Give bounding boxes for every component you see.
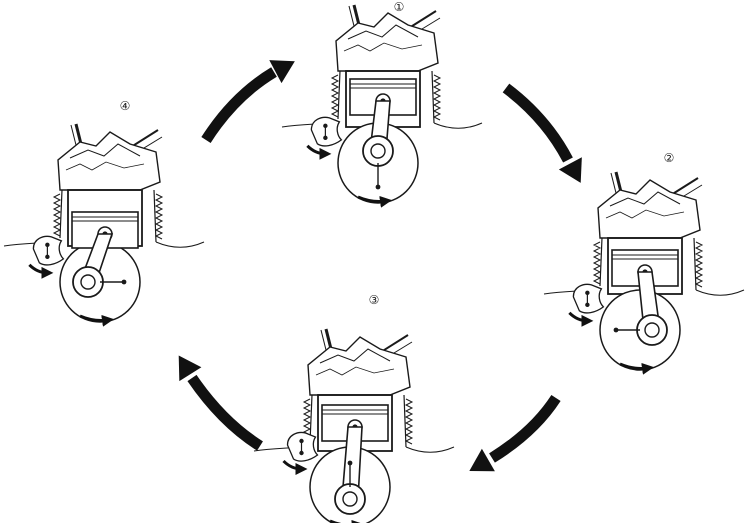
connecting-rod: [72, 233, 114, 298]
crank-web: [100, 279, 127, 285]
cycle-arrow-head: [269, 60, 295, 84]
engine-illustration: [2, 122, 206, 327]
rotation-arrow-small: [619, 362, 654, 375]
cycle-arrow-head: [558, 157, 582, 183]
stage-label-2: ②: [663, 151, 675, 165]
stage-label-1: ①: [393, 0, 405, 14]
balancer-shaft: [28, 235, 65, 279]
connecting-rod: [362, 100, 394, 167]
rotation-arrow-small: [357, 195, 392, 208]
connecting-rod: [636, 271, 668, 346]
cycle-arrow: [201, 60, 295, 143]
stage-label-3: ③: [368, 293, 380, 307]
cycle-arrow: [178, 355, 263, 451]
cycle-arrow: [502, 83, 582, 183]
cycle-arrow-head: [469, 448, 495, 472]
balancer-shaft: [568, 283, 605, 327]
engine-illustration: [542, 170, 746, 375]
cycle-arrow-head: [178, 355, 202, 382]
crank-web: [375, 163, 381, 190]
engine-illustration: [280, 3, 484, 208]
rotation-arrow-small: [282, 459, 308, 475]
rotation-arrow-small: [79, 314, 114, 327]
stage-label-4: ④: [119, 99, 131, 113]
crank-web: [613, 327, 640, 333]
crank-web: [347, 460, 353, 487]
rotation-arrow-small: [28, 263, 54, 279]
rotation-arrow-small: [306, 144, 332, 160]
cycle-arrow: [469, 394, 561, 472]
rotation-arrow-small: [568, 311, 594, 327]
balancer-shaft: [306, 116, 343, 160]
balancer-shaft: [282, 431, 319, 475]
engine-illustration: [252, 327, 456, 528]
connecting-rod: [334, 426, 366, 515]
